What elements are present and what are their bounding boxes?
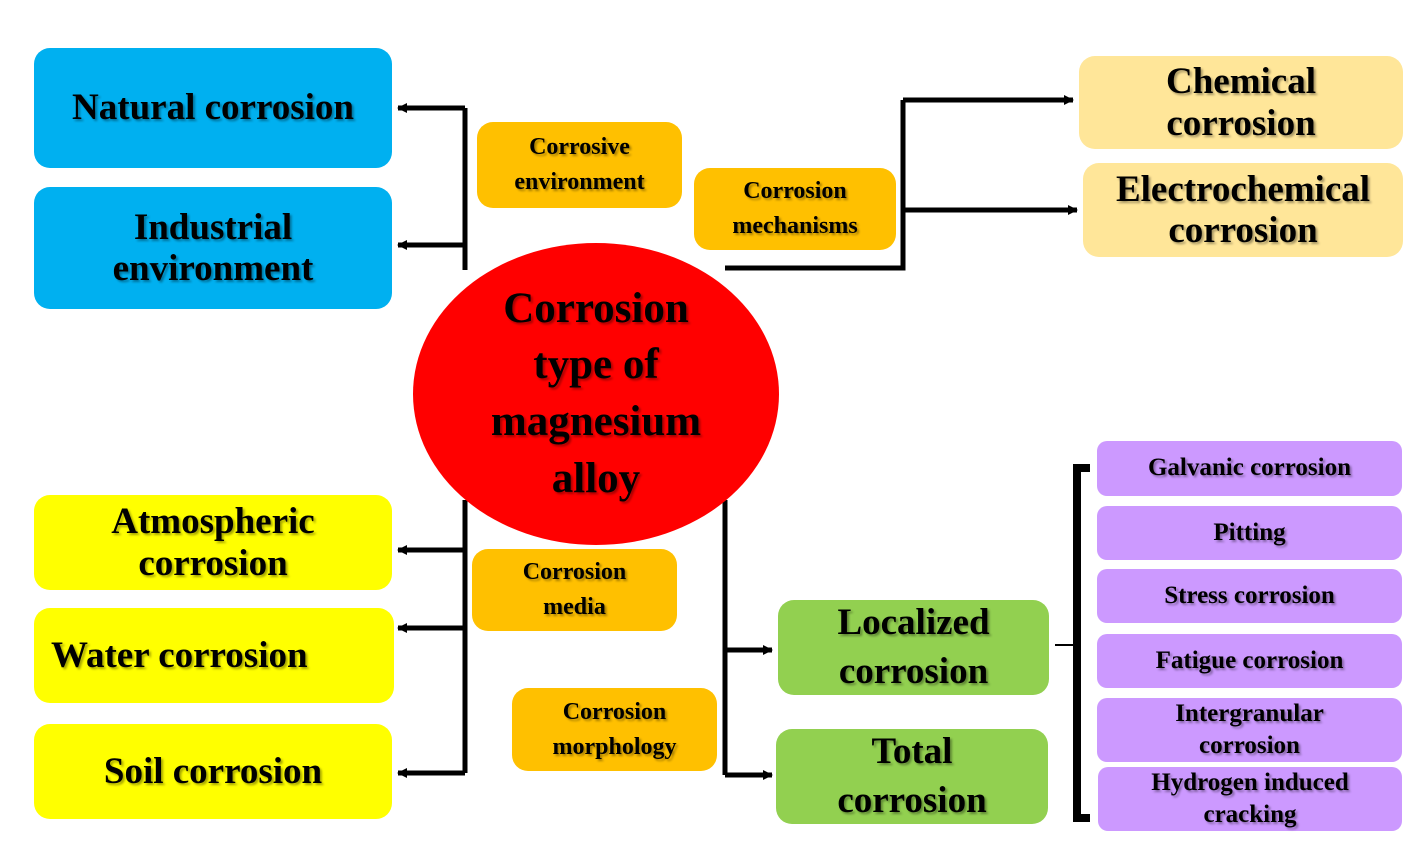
category-corrosive-environment: Corrosive environment	[477, 122, 682, 208]
mechanism-trunk	[725, 100, 906, 271]
node-total-corrosion: Total corrosion	[776, 729, 1048, 824]
node-fatigue-corrosion: Fatigue corrosion	[1097, 634, 1402, 688]
center-title: Corrosion type of magnesium alloy	[490, 284, 702, 502]
category-corrosion-morphology: Corrosion morphology	[512, 688, 717, 771]
node-chemical-corrosion: Chemical corrosion	[1079, 56, 1403, 149]
node-hydrogen-induced-cracking: Hydrogen induced cracking	[1098, 767, 1402, 831]
node-natural-corrosion: Natural corrosion	[34, 48, 392, 168]
node-galvanic-corrosion: Galvanic corrosion	[1097, 441, 1402, 496]
category-corrosion-media: Corrosion media	[472, 549, 677, 631]
node-industrial-environment: Industrial environment	[34, 187, 392, 309]
node-localized-corrosion: Localized corrosion	[778, 600, 1049, 695]
node-soil-corrosion: Soil corrosion	[34, 724, 392, 819]
node-electrochemical-corrosion: Electrochemical corrosion	[1083, 163, 1403, 257]
node-intergranular-corrosion: Intergranular corrosion	[1097, 698, 1402, 762]
node-stress-corrosion: Stress corrosion	[1097, 569, 1402, 623]
center-node: Corrosion type of magnesium alloy	[413, 243, 779, 545]
localized-bracket	[1073, 464, 1090, 822]
category-corrosion-mechanisms: Corrosion mechanisms	[694, 168, 896, 250]
node-water-corrosion: Water corrosion	[34, 608, 394, 703]
node-atmospheric-corrosion: Atmospheric corrosion	[34, 495, 392, 590]
node-pitting: Pitting	[1097, 506, 1402, 560]
